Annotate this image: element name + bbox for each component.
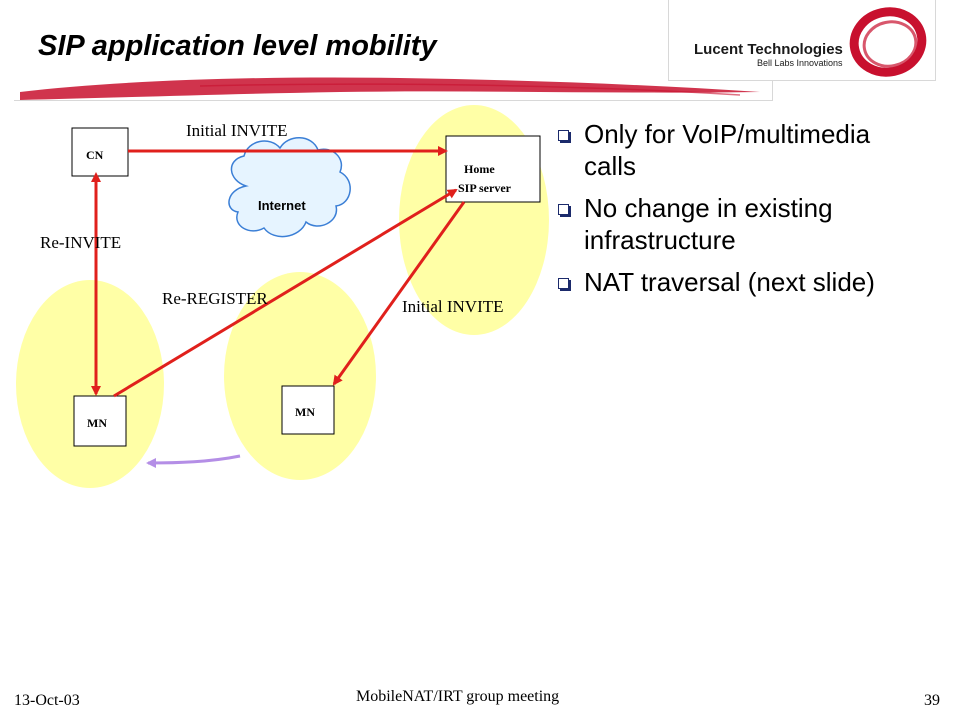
- initial-invite-label-top: Initial INVITE: [186, 121, 288, 140]
- home-sip-label-line2: SIP server: [458, 181, 512, 195]
- footer-meeting-title: MobileNAT/IRT group meeting: [356, 688, 560, 705]
- logo-company-name: Lucent Technologies: [694, 41, 843, 58]
- bullet-list: Only for VoIP/multimedia calls No change…: [556, 118, 916, 308]
- internet-label: Internet: [258, 198, 306, 213]
- title-brush-stroke: [20, 77, 760, 100]
- initial-invite-label-right: Initial INVITE: [402, 297, 504, 316]
- page-number: 39: [924, 692, 940, 709]
- visited-cell-right: [224, 272, 376, 480]
- re-register-label: Re-REGISTER: [162, 289, 268, 308]
- internet-cloud: [228, 137, 351, 238]
- logo-tagline: Bell Labs Innovations: [757, 58, 843, 68]
- bullet-text: Only for VoIP/multimedia calls: [584, 119, 871, 181]
- lucent-ring-icon: [849, 7, 927, 77]
- mn-node-right: [281, 385, 335, 435]
- movement-arrow: [146, 454, 241, 468]
- mn-node-left: [73, 395, 127, 447]
- footer-date: 13-Oct-03: [14, 692, 80, 709]
- bullet-item: Only for VoIP/multimedia calls: [556, 118, 916, 182]
- bullet-item: NAT traversal (next slide): [556, 266, 916, 298]
- checkbox-bullet-icon: [558, 278, 569, 289]
- cn-label: CN: [86, 148, 104, 162]
- bullet-text: No change in existing infrastructure: [584, 193, 833, 255]
- mn-right-label: MN: [295, 405, 315, 419]
- re-register-arrow: [113, 188, 458, 398]
- title-brush-stroke-thin: [199, 83, 741, 96]
- slide-title: SIP application level mobility: [38, 30, 437, 62]
- checkbox-bullet-icon: [558, 130, 569, 141]
- home-sip-server-node: [445, 135, 541, 203]
- visited-cell-left: [16, 280, 164, 488]
- bullet-item: No change in existing infrastructure: [556, 192, 916, 256]
- mn-left-label: MN: [87, 416, 107, 430]
- re-invite-label: Re-INVITE: [40, 233, 121, 252]
- home-sip-label-line1: Home: [464, 162, 495, 176]
- checkbox-bullet-icon: [558, 204, 569, 215]
- initial-invite-arrow-right: [332, 201, 466, 386]
- bullet-text: NAT traversal (next slide): [584, 267, 875, 297]
